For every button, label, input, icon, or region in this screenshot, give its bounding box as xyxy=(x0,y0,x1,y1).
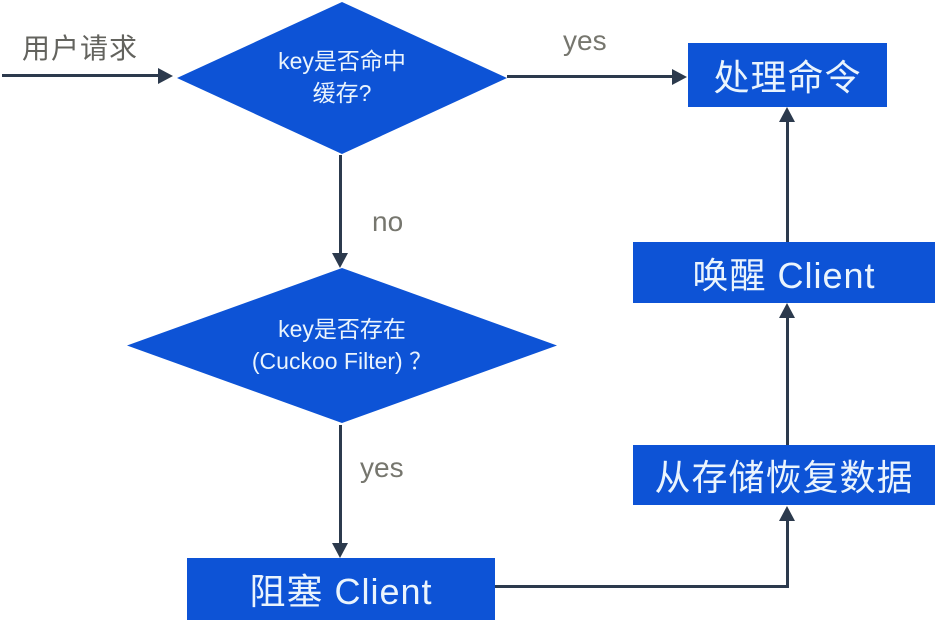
restore-data-label: 从存储恢复数据 xyxy=(654,457,914,498)
restore-data-box: 从存储恢复数据 xyxy=(633,445,935,505)
decision-key-exists-text: key是否存在 (Cuckoo Filter) ？ xyxy=(252,314,432,377)
decision-cache-hit-line2: 缓存? xyxy=(312,80,372,106)
edge-label-no: no xyxy=(372,206,404,237)
edge-cache-no-line xyxy=(339,155,342,254)
arrowhead-up-icon xyxy=(779,107,795,122)
process-command-box: 处理命令 xyxy=(688,43,887,107)
user-request-label: 用户请求 xyxy=(22,33,139,64)
arrowhead-up-icon xyxy=(779,506,795,521)
decision-key-exists-line2: (Cuckoo Filter) ？ xyxy=(251,347,433,374)
wake-client-box: 唤醒 Client xyxy=(633,242,935,303)
arrowhead-right-icon xyxy=(672,69,687,85)
edge-exists-yes-line xyxy=(339,425,342,544)
edge-label-yes-top: yes xyxy=(563,25,607,56)
decision-cache-hit-text: key是否命中 缓存? xyxy=(278,46,406,109)
decision-key-exists: key是否存在 (Cuckoo Filter) ？ xyxy=(127,268,557,423)
decision-cache-hit: key是否命中 缓存? xyxy=(177,2,507,154)
block-client-label: 阻塞 Client xyxy=(249,571,433,612)
edge-cache-yes-line xyxy=(507,75,673,78)
edge-wake-to-process-line xyxy=(786,121,789,242)
decision-key-exists-line1: key是否存在 xyxy=(278,315,406,342)
edge-label-yes-bottom: yes xyxy=(360,452,404,483)
edge-restore-to-wake-line xyxy=(786,317,789,445)
decision-cache-hit-line1: key是否命中 xyxy=(278,48,406,75)
arrowhead-down-icon xyxy=(332,543,348,558)
edge-start-to-cache-line xyxy=(2,74,160,77)
wake-client-label: 唤醒 Client xyxy=(692,254,876,296)
arrowhead-right-icon xyxy=(158,68,173,84)
edge-block-to-restore-vline xyxy=(786,520,789,588)
process-command-label: 处理命令 xyxy=(713,57,862,98)
edge-block-to-restore-hline xyxy=(495,585,789,588)
arrowhead-down-icon xyxy=(332,253,348,268)
block-client-box: 阻塞 Client xyxy=(187,558,495,620)
arrowhead-up-icon xyxy=(779,303,795,318)
